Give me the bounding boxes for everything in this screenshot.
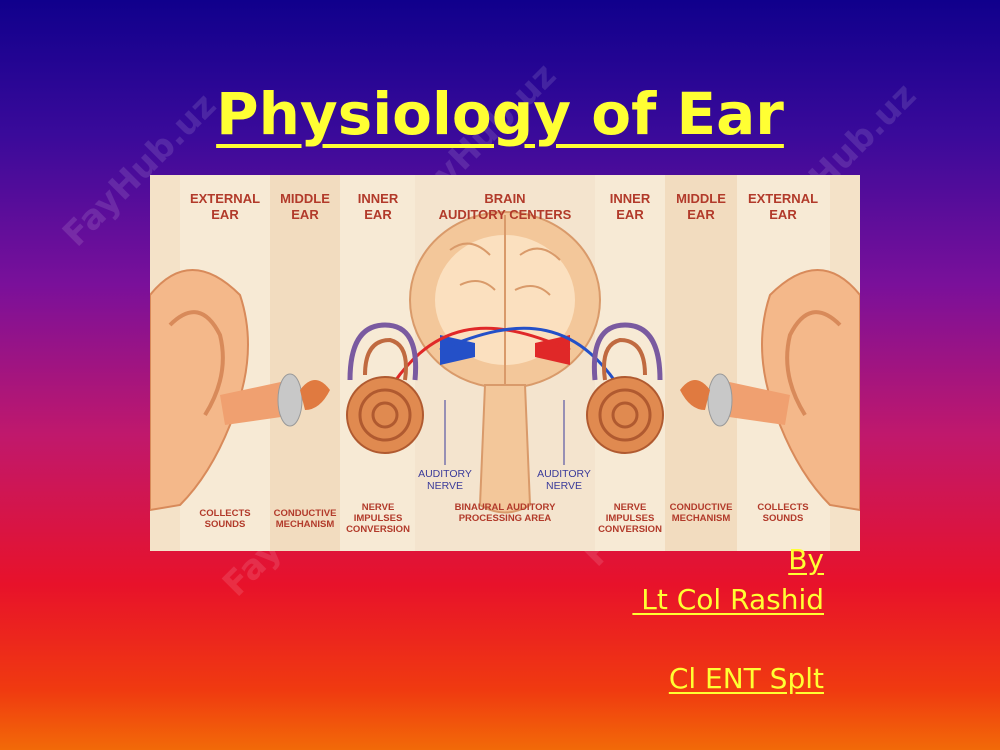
label-external-ear-left-2: EAR: [211, 207, 239, 222]
author-role: Cl ENT Splt: [669, 662, 824, 695]
author-by: By: [788, 543, 824, 576]
label-conductive-left-2: MECHANISM: [276, 519, 335, 530]
label-nerve-right-2: IMPULSES: [606, 513, 655, 524]
author-name: Lt Col Rashid: [632, 583, 824, 616]
label-auditory-nerve-left-2: NERVE: [427, 480, 463, 492]
label-nerve-left-2: IMPULSES: [354, 513, 403, 524]
label-external-ear-left: EXTERNAL: [190, 191, 260, 206]
label-inner-ear-right: INNER: [610, 191, 651, 206]
label-collects-right-2: SOUNDS: [763, 513, 804, 524]
slide-title: Physiology of Ear: [0, 80, 1000, 148]
label-auditory-nerve-right: AUDITORY: [537, 468, 591, 480]
label-middle-ear-right: MIDDLE: [676, 191, 726, 206]
label-nerve-left-3: CONVERSION: [346, 524, 410, 535]
label-nerve-left: NERVE: [362, 502, 395, 513]
label-collects-left: COLLECTS: [199, 508, 250, 519]
label-inner-ear-left: INNER: [358, 191, 399, 206]
slide-title-text: Physiology of Ear: [216, 80, 784, 148]
label-conductive-left: CONDUCTIVE: [274, 508, 337, 519]
ear-anatomy-figure: EXTERNAL EAR MIDDLE EAR INNER EAR BRAIN …: [150, 175, 860, 551]
ear-anatomy-diagram: EXTERNAL EAR MIDDLE EAR INNER EAR BRAIN …: [150, 175, 860, 551]
label-binaural: BINAURAL AUDITORY: [455, 502, 556, 513]
label-nerve-right-3: CONVERSION: [598, 524, 662, 535]
label-middle-ear-left: MIDDLE: [280, 191, 330, 206]
author-by-text: By: [788, 543, 824, 576]
label-nerve-right: NERVE: [614, 502, 647, 513]
label-collects-left-2: SOUNDS: [205, 519, 246, 530]
label-auditory-nerve-right-2: NERVE: [546, 480, 582, 492]
label-brain: BRAIN: [484, 191, 525, 206]
label-middle-ear-right-2: EAR: [687, 207, 715, 222]
author-role-text: Cl ENT Splt: [668, 662, 824, 695]
label-binaural-2: PROCESSING AREA: [459, 513, 552, 524]
label-external-ear-right-2: EAR: [769, 207, 797, 222]
label-inner-ear-left-2: EAR: [364, 207, 392, 222]
label-inner-ear-right-2: EAR: [616, 207, 644, 222]
label-auditory-centers: AUDITORY CENTERS: [439, 207, 572, 222]
label-external-ear-right: EXTERNAL: [748, 191, 818, 206]
label-collects-right: COLLECTS: [757, 502, 808, 513]
author-name-text: Lt Col Rashid: [632, 583, 824, 616]
label-conductive-right-2: MECHANISM: [672, 513, 731, 524]
label-conductive-right: CONDUCTIVE: [670, 502, 733, 513]
label-middle-ear-left-2: EAR: [291, 207, 319, 222]
label-auditory-nerve-left: AUDITORY: [418, 468, 472, 480]
